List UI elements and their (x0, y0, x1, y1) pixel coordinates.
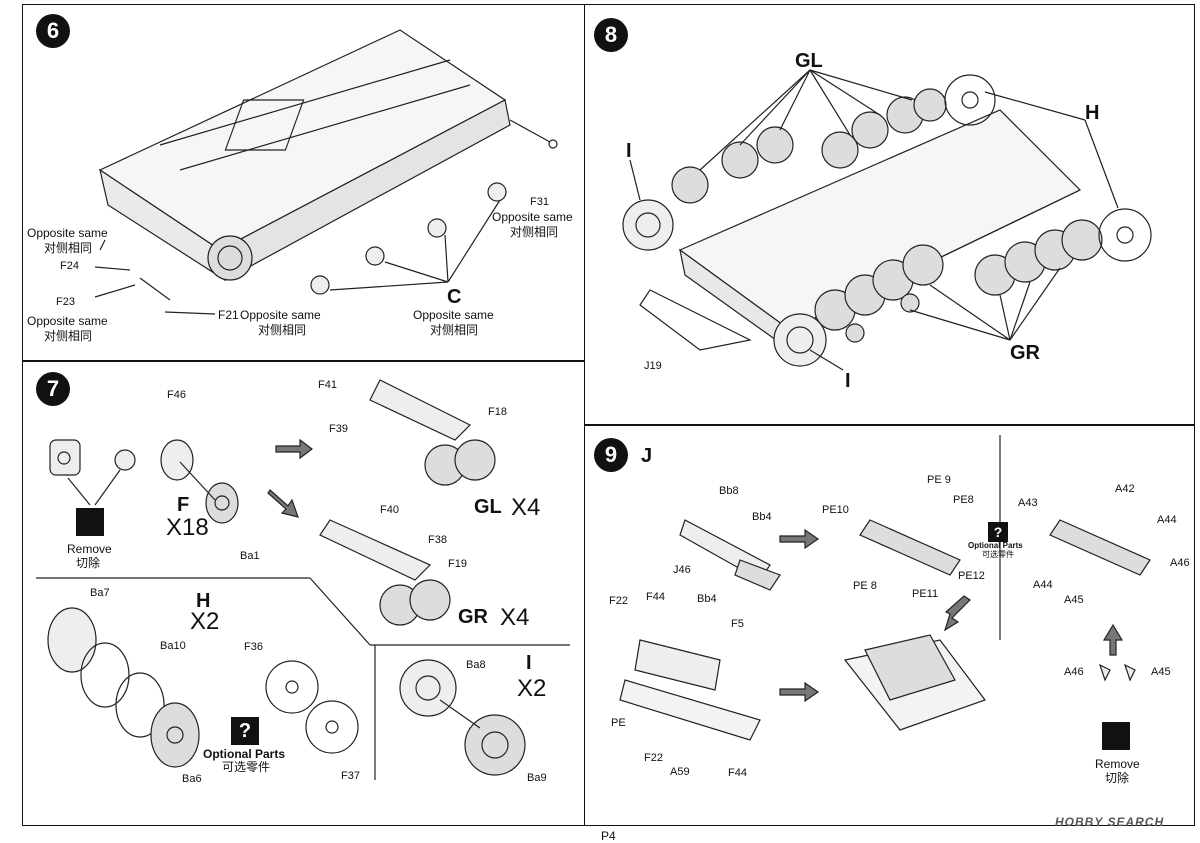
label-bb4b: Bb4 (697, 593, 717, 605)
label-pe12: PE12 (958, 570, 985, 582)
label-pe8b: PE 8 (853, 580, 877, 592)
label-f31: F31 (530, 196, 549, 208)
label-a46a: A46 (1170, 557, 1190, 569)
optional-parts-icon: ? (988, 522, 1008, 542)
label-f24: F24 (60, 260, 79, 272)
label-a45b: A45 (1151, 666, 1171, 678)
label-f23: F23 (56, 296, 75, 308)
label-optional-parts: Optional Parts (968, 541, 1023, 550)
label-ba8: Ba8 (466, 659, 486, 671)
label-opp5-cn: 对侧相同 (510, 225, 559, 239)
label-a44b: A44 (1033, 579, 1053, 591)
label-pe11: PE11 (912, 588, 939, 600)
step9-panel (584, 424, 1195, 826)
label-pe8a: PE8 (953, 494, 974, 506)
label-c: C (447, 286, 462, 308)
label-j19: J19 (644, 360, 662, 372)
remove-icon (1102, 722, 1130, 750)
label-remove: Remove (67, 542, 112, 556)
label-f41: F41 (318, 379, 337, 391)
label-remove-cn: 切除 (76, 556, 101, 570)
label-bb8: Bb8 (719, 485, 739, 497)
label-gr-x4: X4 (500, 604, 530, 631)
step6-number: 6 (36, 14, 70, 48)
label-ba10: Ba10 (160, 640, 186, 652)
label-ba6: Ba6 (182, 773, 202, 785)
label-pe10: PE10 (822, 504, 849, 516)
label-opp3: Opposite same (240, 308, 321, 322)
remove-icon (76, 508, 104, 536)
label-pe: PE (611, 717, 626, 729)
label-opp1: Opposite same (27, 226, 108, 240)
label-f21: F21 (218, 308, 239, 322)
label-i-top: I (626, 140, 632, 162)
label-gr: GR (458, 606, 488, 628)
label-j46: J46 (673, 564, 691, 576)
step7-number: 7 (36, 372, 70, 406)
label-optional-parts-cn: 可选零件 (982, 550, 1014, 559)
label-optional-parts-cn: 可选零件 (222, 760, 271, 774)
label-remove-cn: 切除 (1105, 771, 1130, 785)
label-gl: GL (474, 496, 502, 518)
label-f22b: F22 (644, 752, 663, 764)
label-a59: A59 (670, 766, 690, 778)
page-number: P4 (601, 829, 616, 843)
label-opp3-cn: 对侧相同 (258, 323, 307, 337)
label-f44b: F44 (728, 767, 747, 779)
label-h: H (196, 590, 211, 612)
label-f-big: F (177, 494, 190, 516)
label-f5: F5 (731, 618, 744, 630)
label-i-x2: X2 (517, 675, 547, 702)
label-f46: F46 (167, 389, 186, 401)
label-f39: F39 (329, 423, 348, 435)
label-f40: F40 (380, 504, 399, 516)
label-gr-step8: GR (1010, 342, 1040, 364)
label-f36: F36 (244, 641, 263, 653)
step8-number: 8 (594, 18, 628, 52)
label-ba7: Ba7 (90, 587, 110, 599)
label-opp4: Opposite same (413, 308, 494, 322)
label-a42: A42 (1115, 483, 1135, 495)
label-opp1-cn: 对侧相同 (44, 241, 93, 255)
label-f22a: F22 (609, 595, 628, 607)
label-gl-x4: X4 (511, 494, 541, 521)
label-opp5: Opposite same (492, 210, 573, 224)
step9-number: 9 (594, 438, 628, 472)
label-ba1: Ba1 (240, 550, 260, 562)
label-ba9: Ba9 (527, 772, 547, 784)
label-j: J (641, 445, 653, 467)
label-opp4-cn: 对侧相同 (430, 323, 479, 337)
label-a46b: A46 (1064, 666, 1084, 678)
label-remove: Remove (1095, 757, 1140, 771)
label-a44a: A44 (1157, 514, 1177, 526)
label-h-x2: X2 (190, 608, 220, 635)
label-i-bottom: I (845, 370, 851, 392)
label-pe9: PE 9 (927, 474, 951, 486)
label-f38: F38 (428, 534, 447, 546)
step8-panel (584, 4, 1195, 426)
label-optional-parts: Optional Parts (203, 747, 286, 761)
label-gl-step8: GL (795, 50, 823, 72)
label-f37: F37 (341, 770, 360, 782)
label-x18: X18 (166, 514, 209, 541)
label-opp2-cn: 对侧相同 (44, 329, 93, 343)
label-a43: A43 (1018, 497, 1038, 509)
label-f44a: F44 (646, 591, 665, 603)
label-f19: F19 (448, 558, 467, 570)
label-a45a: A45 (1064, 594, 1084, 606)
watermark: HOBBY SEARCH (1055, 815, 1165, 829)
label-opp2: Opposite same (27, 314, 108, 328)
optional-parts-icon: ? (231, 717, 259, 745)
label-i: I (526, 652, 532, 674)
label-h-step8: H (1085, 102, 1100, 124)
label-bb4a: Bb4 (752, 511, 772, 523)
label-f18: F18 (488, 406, 507, 418)
